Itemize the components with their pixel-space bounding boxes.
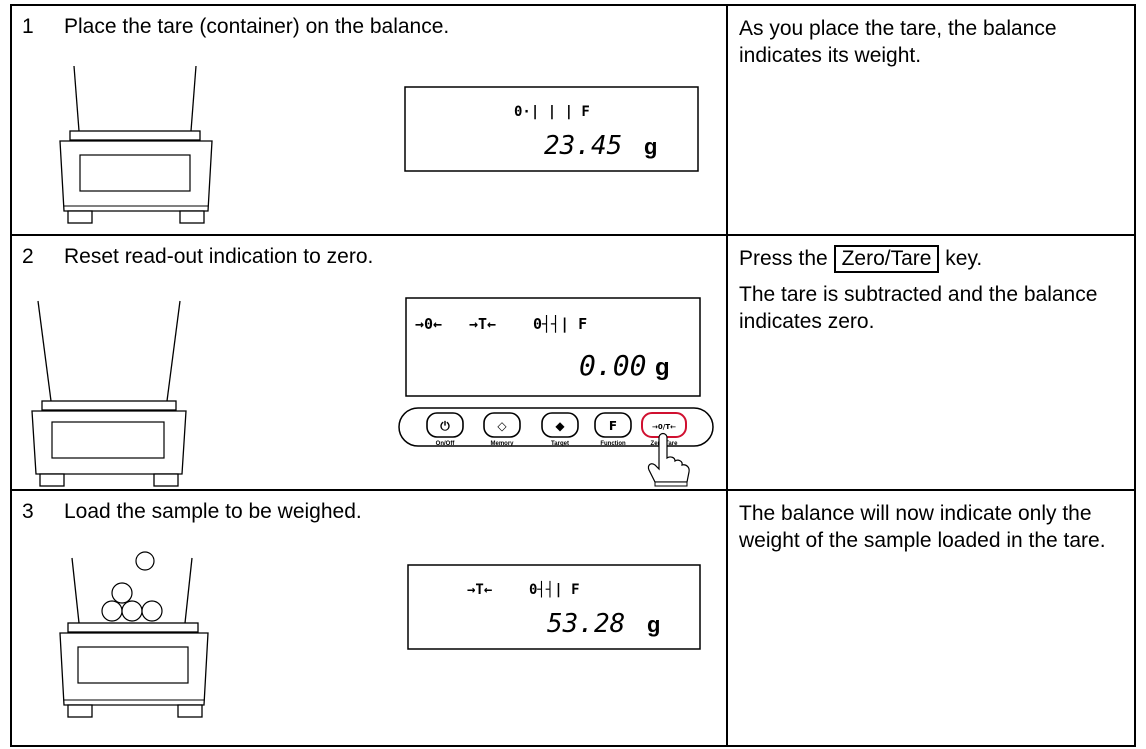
- step-row-3: 3 Load the sample to be weighed. →T← 0┤┤…: [10, 491, 1136, 747]
- step-text: Place the tare (container) on the balanc…: [64, 15, 450, 38]
- step-note: As you place the tare, the balance indic…: [739, 17, 1057, 67]
- step-note: The balance will now indicate only the w…: [739, 502, 1106, 552]
- zero-tare-icon: →0/T←: [652, 423, 676, 431]
- key-label: Target: [551, 441, 569, 447]
- step-number: 3: [22, 500, 34, 523]
- tare-indicator: →T←: [467, 582, 492, 598]
- instruction-table: 1 Place the tare (container) on the bala…: [10, 4, 1136, 747]
- zero-indicator: →0←: [415, 315, 442, 333]
- indicator-marks: 0┤┤| F: [533, 314, 587, 334]
- balance-illustration: [31, 300, 187, 487]
- key-label: Function: [600, 441, 626, 447]
- function-button[interactable]: F Function: [594, 412, 632, 447]
- lcd-display: 0·| | | F 23.45 g: [404, 86, 699, 172]
- step-text: Reset read-out indication to zero.: [64, 245, 374, 268]
- keypad-panel: ⏻ On/Off ◇ Memory ◆ Target F Function →0…: [398, 407, 714, 487]
- step-note: Press the Zero/Tare key. The tare is sub…: [739, 245, 1129, 343]
- step-row-2: 2 Reset read-out indication to zero. →0←…: [10, 236, 1136, 491]
- target-button[interactable]: ◆ Target: [541, 412, 579, 447]
- step-note-detail: The tare is subtracted and the balance i…: [739, 283, 1098, 333]
- lcd-display: →0← →T← 0┤┤| F 0.00 g: [405, 297, 701, 397]
- function-icon: F: [609, 419, 617, 433]
- pointing-hand-icon: [647, 432, 690, 483]
- zero-tare-key-label: Zero/Tare: [833, 245, 940, 273]
- indicator-marks: 0·| | | F: [514, 104, 590, 120]
- unit-label: g: [647, 612, 660, 637]
- step-text: Load the sample to be weighed.: [64, 500, 362, 523]
- weight-reading: 23.45: [544, 131, 622, 161]
- unit-label: g: [655, 354, 670, 381]
- column-divider: [726, 236, 728, 489]
- step-number: 2: [22, 245, 34, 268]
- column-divider: [726, 491, 728, 745]
- step-number: 1: [22, 15, 34, 38]
- indicator-marks: 0┤┤| F: [529, 580, 580, 598]
- column-divider: [726, 6, 728, 234]
- key-label: On/Off: [436, 441, 456, 447]
- power-icon: ⏻: [440, 419, 450, 433]
- weight-reading: 53.28: [547, 609, 625, 639]
- balance-illustration: [59, 65, 213, 224]
- balance-with-sample-illustration: [59, 551, 209, 718]
- on-off-button[interactable]: ⏻ On/Off: [426, 412, 464, 447]
- step-row-1: 1 Place the tare (container) on the bala…: [10, 4, 1136, 236]
- lcd-display: →T← 0┤┤| F 53.28 g: [407, 564, 701, 650]
- key-label: Memory: [490, 441, 514, 447]
- weight-reading: 0.00: [579, 349, 646, 382]
- memory-button[interactable]: ◇ Memory: [483, 412, 521, 447]
- unit-label: g: [644, 134, 657, 159]
- memory-icon: ◇: [497, 419, 507, 433]
- tare-indicator: →T←: [469, 315, 496, 333]
- target-icon: ◆: [555, 419, 565, 433]
